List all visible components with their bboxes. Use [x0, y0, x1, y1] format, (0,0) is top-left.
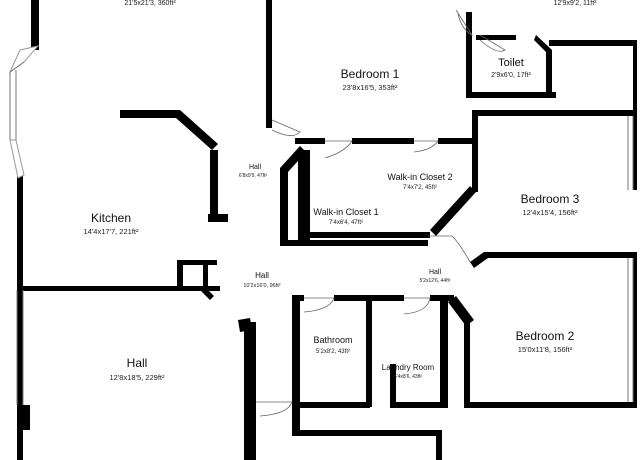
room-dims-top-room: 21'5x21'3, 360ft² — [124, 0, 176, 7]
room-dims-hall-center: 10'2x16'0, 96ft² — [243, 283, 280, 289]
room-dims-bedroom-1: 23'8x16'5, 353ft² — [343, 83, 398, 92]
room-dims-hall-upper: 6'8x9'9, 47ft² — [239, 173, 268, 179]
room-name-hall-lower: Hall — [127, 356, 148, 370]
room-dims-toilet: 2'9x6'0, 17ft² — [491, 72, 531, 79]
room-name-hall-right: Hall — [429, 269, 442, 276]
room-name-laundry-room: Laundry Room — [382, 363, 435, 372]
room-dims-kitchen: 14'4x17'7, 221ft² — [84, 227, 139, 236]
room-dims-walk-in-closet-2: 7'4x7'2, 45ft² — [403, 185, 437, 191]
room-name-bedroom-1: Bedroom 1 — [341, 67, 400, 81]
room-name-bedroom-3: Bedroom 3 — [521, 192, 580, 206]
walls — [17, 0, 637, 460]
doors — [256, 9, 506, 417]
room-dims-bathroom: 5'2x8'2, 43ft² — [316, 349, 350, 355]
room-dims-hall-lower: 12'8x18'5, 229ft² — [110, 373, 165, 382]
room-name-bathroom: Bathroom — [313, 335, 352, 345]
windows — [8, 45, 634, 405]
room-name-hall-center: Hall — [255, 271, 269, 280]
room-name-kitchen: Kitchen — [91, 211, 131, 225]
room-dims-top-right: 12'9x9'2, 11ft² — [553, 0, 597, 7]
room-dims-walk-in-closet-1: 7'4x6'4, 47ft² — [329, 220, 363, 226]
room-labels: 21'5x21'3, 360ft² 12'9x9'2, 11ft² Bedroo… — [84, 0, 598, 382]
room-dims-bedroom-2: 15'0x11'8, 156ft² — [518, 345, 573, 354]
room-name-hall-upper: Hall — [249, 164, 262, 171]
room-name-bedroom-2: Bedroom 2 — [516, 329, 575, 343]
room-dims-hall-right: 5'2x12'6, 44ft² — [419, 278, 450, 284]
room-name-walk-in-closet-1: Walk-in Closet 1 — [313, 207, 378, 217]
room-name-walk-in-closet-2: Walk-in Closet 2 — [387, 172, 452, 182]
room-name-toilet: Toilet — [498, 57, 524, 69]
room-dims-bedroom-3: 12'4x15'4, 156ft² — [523, 208, 578, 217]
room-dims-laundry-room: 5'4x8'6, 43ft² — [394, 374, 423, 380]
